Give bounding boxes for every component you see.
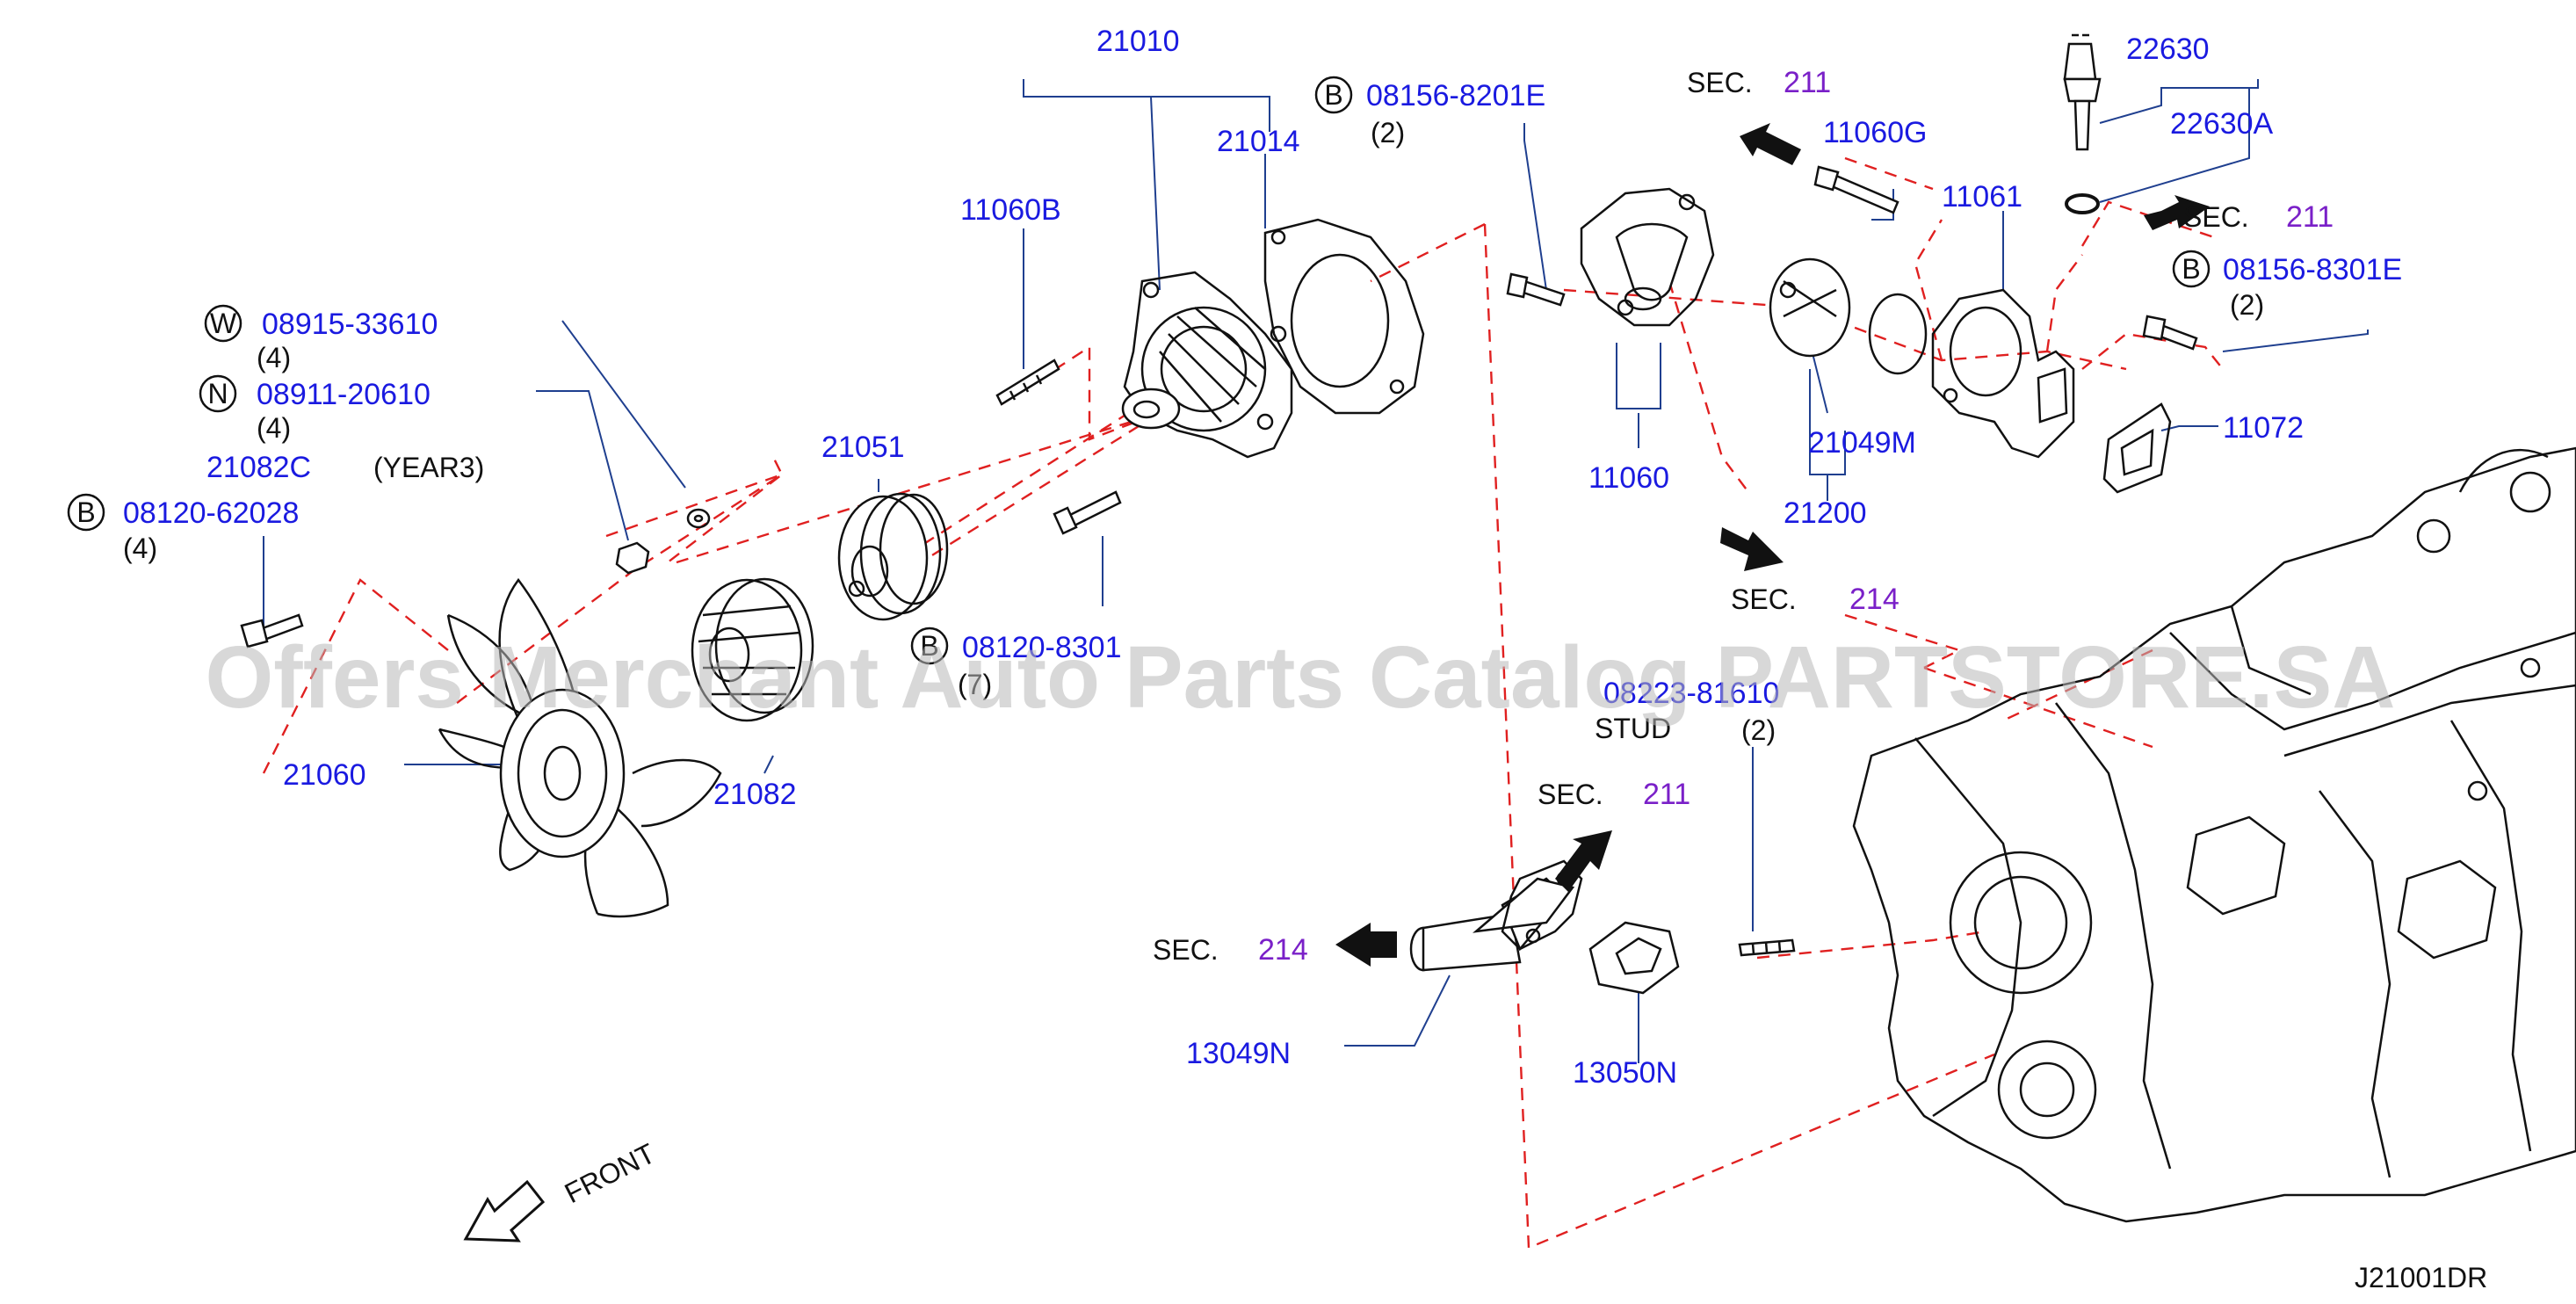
badge-n: N xyxy=(207,378,228,409)
sec-211-lower-word: SEC. xyxy=(1538,779,1603,810)
badge-b-1: B xyxy=(1324,79,1342,111)
label-22630[interactable]: 22630 xyxy=(2126,33,2210,66)
label-front: FRONT xyxy=(560,1137,661,1209)
sec-214-mid[interactable]: 214 xyxy=(1849,583,1899,616)
bolt-08120-62028 xyxy=(240,613,304,648)
sec-211-top[interactable]: 211 xyxy=(1784,66,1831,99)
thermostat-gasket xyxy=(1868,293,1928,375)
label-21049m[interactable]: 21049M xyxy=(1808,426,1916,460)
housing-gasket xyxy=(2102,402,2172,494)
arrow-sec-214-left xyxy=(1335,923,1397,967)
label-stud: STUD xyxy=(1595,713,1671,744)
label-11061[interactable]: 11061 xyxy=(1942,180,2022,214)
label-08911-20610[interactable]: 08911-20610 xyxy=(257,378,431,411)
badges xyxy=(67,76,2211,665)
pulley xyxy=(837,492,949,621)
arrow-sec-211-right xyxy=(2144,195,2210,230)
sec-214-left-word: SEC. xyxy=(1153,934,1219,966)
qty-stud: (2) xyxy=(1741,714,1776,746)
label-year3: (YEAR3) xyxy=(373,452,484,483)
badge-b-3: B xyxy=(920,630,938,662)
label-11060b[interactable]: 11060B xyxy=(960,193,1061,227)
label-22630a[interactable]: 22630A xyxy=(2170,107,2274,141)
thermostat xyxy=(1769,257,1851,358)
label-13049n[interactable]: 13049N xyxy=(1186,1037,1291,1070)
watermark: Offers Merchant Auto Parts Catalog PARTS… xyxy=(206,628,2396,727)
section-arrows xyxy=(463,123,2210,1242)
qty-08156-8301e: (2) xyxy=(2230,289,2264,321)
sec-211-right[interactable]: 211 xyxy=(2286,200,2334,234)
diagram-code: J21001DR xyxy=(2355,1262,2487,1293)
nut xyxy=(615,541,650,575)
label-11060[interactable]: 11060 xyxy=(1588,461,1669,495)
fan-coupling xyxy=(691,577,814,722)
badge-w: W xyxy=(210,308,237,339)
sec-211-top-word: SEC. xyxy=(1687,67,1753,98)
badge-b-4: B xyxy=(2182,253,2200,285)
water-pump-gasket xyxy=(1263,218,1425,415)
sec-211-right-word: SEC. xyxy=(2183,201,2249,233)
cooling-fan xyxy=(438,577,722,918)
stud-11060b xyxy=(995,359,1060,406)
water-inlet-pipe xyxy=(1409,859,1583,972)
label-21200[interactable]: 21200 xyxy=(1784,496,1867,530)
temperature-sensor xyxy=(2063,33,2102,151)
qty-08156-8201e: (2) xyxy=(1371,117,1405,149)
label-21051[interactable]: 21051 xyxy=(821,431,905,464)
washer xyxy=(686,508,711,529)
label-13050n[interactable]: 13050N xyxy=(1573,1056,1677,1090)
sec-214-left[interactable]: 214 xyxy=(1258,933,1308,967)
label-08156-8201e[interactable]: 08156-8201E xyxy=(1366,79,1545,112)
arrow-sec-211-top xyxy=(1740,123,1801,165)
label-21082c[interactable]: 21082C xyxy=(206,451,311,484)
thermostat-housing xyxy=(1931,288,2075,459)
front-arrow xyxy=(463,1179,546,1242)
label-08156-8301e[interactable]: 08156-8301E xyxy=(2223,253,2402,286)
assembly-guide-lines xyxy=(262,156,2224,1250)
qty-08120-62028: (4) xyxy=(123,532,157,564)
sensor-washer xyxy=(2065,193,2100,214)
label-21010[interactable]: 21010 xyxy=(1096,25,1180,58)
label-11060g[interactable]: 11060G xyxy=(1823,116,1927,149)
label-21014[interactable]: 21014 xyxy=(1217,125,1300,158)
label-11072[interactable]: 11072 xyxy=(2223,411,2304,445)
label-08223-81610[interactable]: 08223-81610 xyxy=(1603,677,1779,710)
bolt-08120-8301 xyxy=(1053,490,1122,535)
label-08120-8301[interactable]: 08120-8301 xyxy=(962,631,1122,664)
badge-b-2: B xyxy=(76,496,95,528)
qty-08120-8301: (7) xyxy=(958,669,992,700)
sec-211-lower[interactable]: 211 xyxy=(1643,778,1690,811)
qty-08915-33610: (4) xyxy=(257,342,291,373)
engine-block xyxy=(1852,446,2576,1223)
qty-08911-20610: (4) xyxy=(257,412,291,444)
arrow-sec-214-mid xyxy=(1720,527,1784,571)
water-outlet xyxy=(1580,187,1715,327)
label-08915-33610[interactable]: 08915-33610 xyxy=(262,308,438,341)
stud-08223-81610 xyxy=(1738,938,1796,957)
sec-214-mid-word: SEC. xyxy=(1731,583,1797,615)
bolt-08156-8201e xyxy=(1506,272,1566,307)
arrow-sec-211-lower xyxy=(1555,830,1612,892)
leader-lines xyxy=(263,79,2369,1063)
bolt-11060g xyxy=(1813,165,1899,214)
water-pump xyxy=(1121,271,1293,459)
inlet-gasket xyxy=(1588,921,1680,995)
label-21060[interactable]: 21060 xyxy=(283,758,366,792)
bolt-08156-8301e xyxy=(2142,315,2198,351)
label-21082[interactable]: 21082 xyxy=(713,778,797,811)
label-08120-62028[interactable]: 08120-62028 xyxy=(123,496,299,530)
